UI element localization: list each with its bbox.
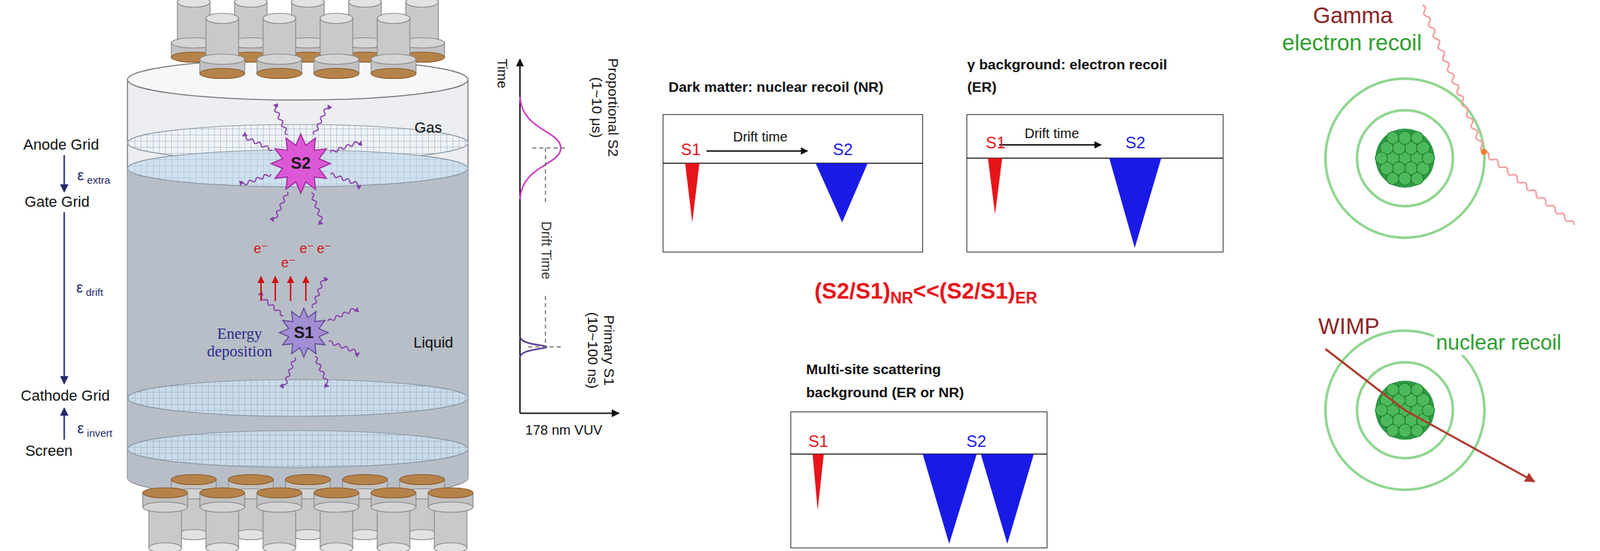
electron-shells [1325,78,1485,491]
drift-time-marker [528,148,567,348]
electron-label: e⁻ [299,239,315,256]
formula-part: (S2/S1) [814,277,891,304]
s2-peak [1109,158,1162,249]
electron-drift-arrows [261,276,306,302]
grid-label: Cathode Grid [21,386,111,404]
subscript: invert [83,426,113,439]
signal-name: Drift time [1024,125,1080,142]
s2-photons [239,103,362,224]
er-waveform [966,144,1224,249]
field-label: ε drift [76,278,104,296]
drift-arrow [289,276,291,302]
phase-label: Liquid [413,333,454,351]
multi-site-waveform [790,454,1048,544]
signal-name: S2 [832,140,853,160]
s1-peak [812,454,825,511]
baseline [966,157,1224,160]
symbol: ε [77,166,85,184]
s2-peak [923,454,978,544]
wavelength-label: 178 nm VUV [525,421,603,438]
field-label: ε extra [77,166,111,184]
electron-label: e⁻ [316,239,332,256]
s1-photons [257,275,361,389]
formula-part: <<(S2/S1) [912,277,1015,304]
electron-label: e⁻ [253,239,269,256]
signal-name: S1 [808,431,828,451]
field-arrow [63,154,65,192]
symbol: ε [77,419,85,437]
box-heading: Dark matter: nuclear recoil (NR) [668,75,924,99]
s2-peak [980,454,1034,544]
interaction-point [1481,148,1488,155]
wimp-track [1325,348,1535,482]
signal-name: S2 [1125,133,1146,153]
phase-label: Gas [414,118,442,136]
gamma-wave [1482,150,1576,227]
field-label: ε invert [77,419,113,437]
subscript: drift [82,286,104,298]
electron-label: e⁻ [281,254,297,270]
signal-name: S1 [293,322,314,342]
signal-box: γ background: electron recoil (ER)S1Drif… [966,114,1224,253]
nr-waveform [662,150,924,223]
signal-star: S2 [271,133,331,194]
signal-name: S2 [966,431,987,451]
recoil-label: nuclear recoil [1434,330,1564,355]
recoil-label: electron recoil [1281,29,1422,56]
signal-star: S1 [279,307,329,357]
box-heading: Multi-site scattering background (ER or … [806,357,1011,404]
subscript: NR [890,288,913,306]
grid-label: Gate Grid [24,193,90,211]
signal-box: Multi-site scattering background (ER or … [790,411,1048,548]
field-arrow [63,407,65,440]
drift-arrow [274,276,276,302]
screen-grid [127,430,469,467]
symbol: ε [76,278,83,296]
signal-label: Proportional S2 (1~10 μs) [587,47,621,167]
time-axis [519,59,521,414]
signal-label: Primary S1 (10~100 ns) [583,303,617,396]
drift-arrow [260,276,262,302]
process-label: Energy deposition [199,324,281,361]
interval-label: Drift Time [537,220,554,280]
star-outline [279,307,329,357]
signal-name: Drift time [733,128,788,145]
top-pmt-array [171,0,445,79]
subscript: ER [1015,288,1038,306]
particle-label: WIMP [1318,313,1380,340]
box-heading: γ background: electron recoil (ER) [967,53,1199,99]
ratio-formula: (S2/S1)NR<<(S2/S1)ER [814,277,1038,304]
drift-arrow [999,144,1102,146]
baseline [662,162,924,164]
screen-grid-mesh [127,430,469,467]
bottom-pmt-array [142,474,474,551]
signal-name: S2 [290,153,311,173]
field-arrow [63,212,65,384]
s1-peak [685,163,700,223]
cathode-grid [127,379,469,416]
grid-label: Anode Grid [23,135,99,153]
gamma-ray [1420,4,1576,227]
s2-peak [815,163,868,223]
particle-label: Gamma [1313,2,1393,29]
star-outline [271,133,331,194]
s1-peak [988,158,1003,215]
signal-name: S1 [985,133,1006,153]
subscript: extra [84,174,111,186]
axis-label: Time [494,58,510,89]
drift-arrow [706,150,809,152]
signal-box: Dark matter: nuclear recoil (NR)S1Drift … [662,114,924,253]
amplitude-axis [519,412,620,414]
signal-name: S1 [681,140,701,160]
liquid-xenon [127,168,469,499]
tpc-body [127,79,469,498]
drift-arrow [305,276,307,302]
cathode-grid-mesh [127,379,469,416]
gamma-wave [1420,4,1486,153]
grid-label: Screen [25,441,73,459]
